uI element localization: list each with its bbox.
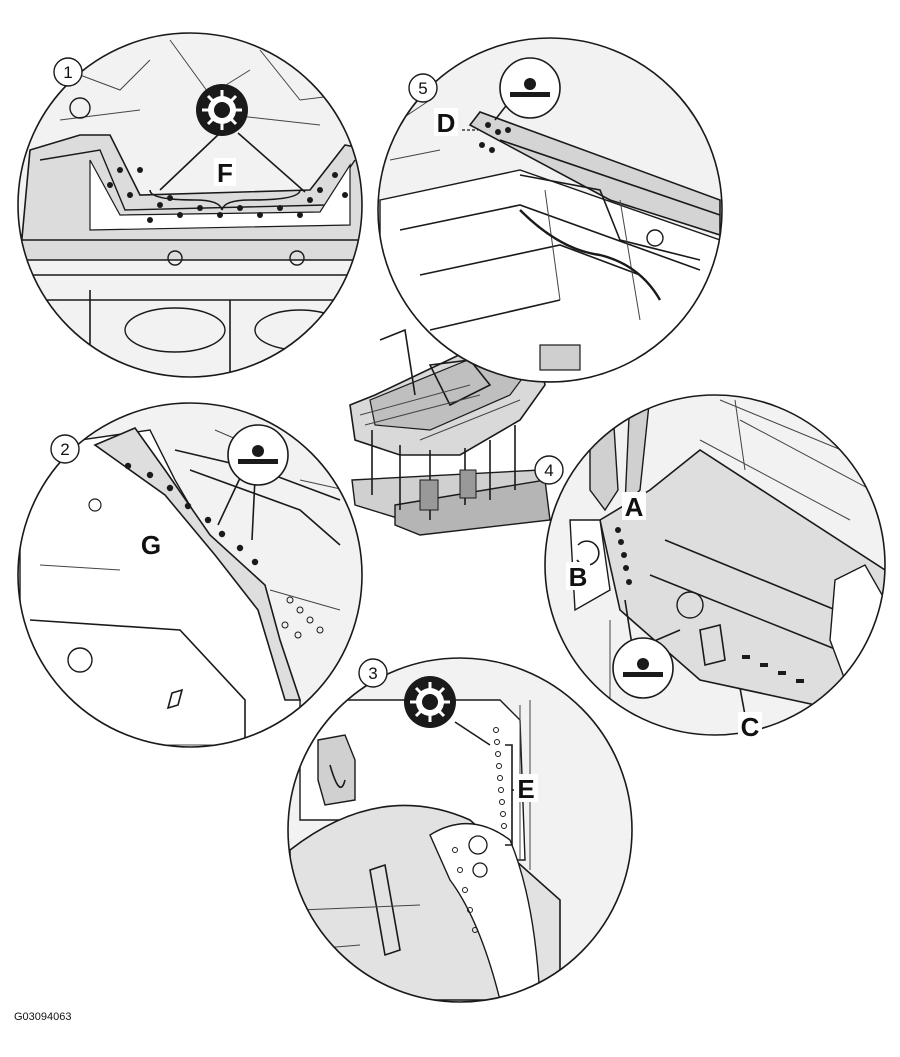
callout-D: D [434, 108, 458, 138]
detail-view-3 [287, 657, 633, 1003]
weld-slots [742, 655, 804, 683]
callout-A: A [622, 492, 646, 522]
figure-id: G03094063 [14, 1011, 72, 1023]
callout-C: C [738, 712, 762, 742]
detail-view-4 [544, 394, 886, 736]
view-number-3: 3 [358, 658, 388, 688]
spot-weld-icon [196, 84, 248, 136]
svg-text:G: G [141, 530, 161, 560]
plug-weld-icon [612, 637, 674, 699]
svg-text:E: E [517, 774, 534, 804]
svg-text:F: F [217, 158, 233, 188]
callout-F: F [214, 158, 236, 188]
svg-text:D: D [437, 108, 456, 138]
plug-weld-icon [227, 424, 289, 486]
view-number-2: 2 [50, 434, 80, 464]
plug-weld-icon [499, 57, 561, 119]
callout-E: E [514, 774, 538, 804]
detail-view-2 [17, 402, 363, 748]
spot-weld-icon [404, 676, 456, 728]
weld-bead-row [452, 727, 507, 933]
callout-B: B [566, 562, 590, 592]
svg-text:A: A [625, 492, 644, 522]
view-number-5: 5 [408, 73, 438, 103]
svg-text:C: C [741, 712, 760, 742]
weld-holes [615, 527, 632, 585]
svg-text:2: 2 [60, 440, 69, 459]
svg-text:3: 3 [368, 664, 377, 683]
view-number-1: 1 [53, 57, 83, 87]
callout-G: G [138, 530, 164, 560]
perforation-row [281, 596, 324, 639]
svg-text:1: 1 [63, 63, 72, 82]
svg-text:4: 4 [544, 461, 553, 480]
svg-text:B: B [569, 562, 588, 592]
detail-view-1 [17, 32, 363, 378]
weld-holes [479, 122, 511, 153]
view-number-4: 4 [534, 455, 564, 485]
weld-holes [124, 462, 259, 566]
svg-text:5: 5 [418, 79, 427, 98]
